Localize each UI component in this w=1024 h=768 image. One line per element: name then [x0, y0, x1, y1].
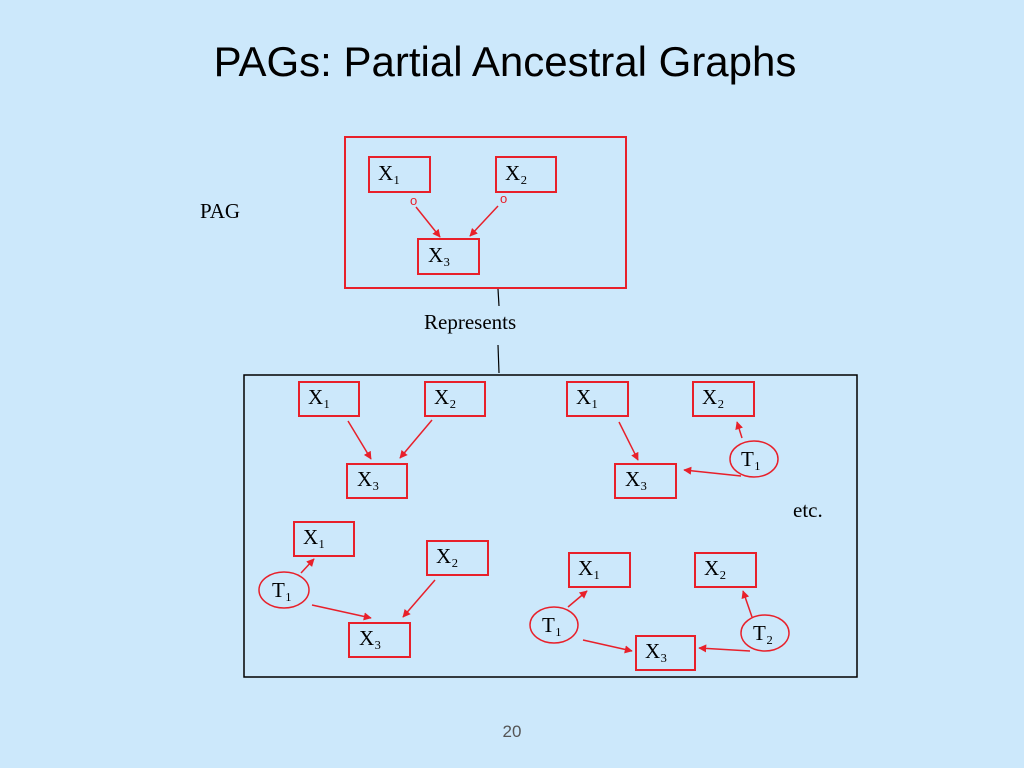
- graph-4: X₁ X₂ X₃ T₁ T₂: [529, 552, 790, 671]
- pag-frame: [344, 136, 627, 289]
- svg-text:X₂: X₂: [436, 544, 459, 568]
- g3-node-t1: T₁: [258, 571, 310, 609]
- g4-node-x1: X₁: [568, 552, 631, 588]
- g4-node-x3: X₃: [635, 635, 696, 671]
- etc-label: etc.: [793, 498, 823, 522]
- g2-node-x2: X₂: [692, 381, 755, 417]
- svg-text:X₃: X₃: [357, 467, 380, 491]
- represents-connector-top: [497, 288, 500, 307]
- represents-connector-bottom: [497, 344, 500, 374]
- g1-edge-x1-x3: [347, 420, 372, 460]
- graph-2: X₁ X₂ X₃ T₁: [566, 381, 779, 499]
- svg-text:X₃: X₃: [428, 243, 451, 267]
- svg-text:X₁: X₁: [578, 556, 601, 580]
- svg-text:T₁: T₁: [272, 578, 292, 602]
- represented-graphs-frame: [243, 374, 858, 678]
- graph-3: X₁ X₂ X₃ T₁: [258, 521, 489, 658]
- g1-node-x1: X₁: [298, 381, 360, 417]
- pag-circle-mark-x1: o: [410, 193, 417, 208]
- pag-node-x3: X₃: [417, 238, 480, 275]
- svg-text:X₂: X₂: [704, 556, 727, 580]
- g2-node-x3: X₃: [614, 463, 677, 499]
- g4-edge-t1-x3: [582, 639, 633, 654]
- g2-node-x1: X₁: [566, 381, 629, 417]
- slide-title: PAGs: Partial Ancestral Graphs: [213, 38, 797, 85]
- g3-node-x1: X₁: [293, 521, 355, 557]
- g3-edge-t1-x3: [311, 604, 372, 621]
- pag-label: PAG: [200, 199, 240, 223]
- pag-node-x1: X₁: [368, 156, 431, 193]
- pag-node-x2: X₂: [495, 156, 557, 193]
- svg-text:X₁: X₁: [576, 385, 599, 409]
- page-number: 20: [502, 722, 522, 741]
- g2-edge-t1-x3: [683, 466, 742, 477]
- svg-text:X₃: X₃: [645, 639, 668, 663]
- g2-node-t1: T₁: [729, 440, 779, 478]
- svg-text:X₁: X₁: [308, 385, 331, 409]
- g1-node-x2: X₂: [424, 381, 486, 417]
- g4-node-x2: X₂: [694, 552, 757, 588]
- svg-text:X₂: X₂: [434, 385, 457, 409]
- svg-text:X₃: X₃: [625, 467, 648, 491]
- svg-text:X₁: X₁: [378, 161, 401, 185]
- represents-label: Represents: [424, 310, 516, 334]
- g3-edge-x2-x3: [402, 579, 436, 618]
- pag-edge-x2-x3: [469, 205, 499, 237]
- g3-edge-t1-x1: [300, 558, 315, 574]
- pag-circle-mark-x2: o: [500, 191, 507, 206]
- g3-node-x2: X₂: [426, 540, 489, 576]
- svg-text:T₂: T₂: [753, 621, 773, 645]
- graph-1: X₁ X₂ X₃: [298, 381, 486, 499]
- svg-text:X₃: X₃: [359, 626, 382, 650]
- g2-edge-x1-x3: [618, 421, 639, 461]
- g4-edge-t1-x1: [567, 590, 588, 608]
- svg-text:X₁: X₁: [303, 525, 326, 549]
- svg-text:X₂: X₂: [702, 385, 725, 409]
- g3-node-x3: X₃: [348, 622, 411, 658]
- g4-node-t2: T₂: [740, 614, 790, 652]
- g4-edge-t2-x3: [698, 644, 751, 653]
- svg-text:T₁: T₁: [741, 447, 761, 471]
- g4-node-t1: T₁: [529, 606, 579, 644]
- svg-text:X₂: X₂: [505, 161, 528, 185]
- g4-edge-t2-x2: [741, 590, 753, 618]
- g1-edge-x2-x3: [399, 419, 433, 459]
- pag-edge-x1-x3: [415, 206, 441, 238]
- svg-text:T₁: T₁: [542, 613, 562, 637]
- g2-edge-t1-x2: [735, 421, 743, 439]
- g1-node-x3: X₃: [346, 463, 408, 499]
